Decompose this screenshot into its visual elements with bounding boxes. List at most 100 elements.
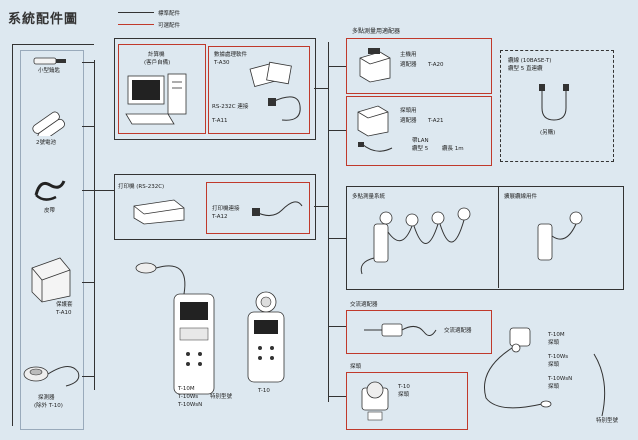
- probe-cable-icon: [484, 327, 552, 409]
- connector-battery: [82, 126, 94, 127]
- probe-t10m-label: T-10M: [548, 332, 565, 338]
- top-frame-line: [12, 44, 94, 45]
- key-icon: [33, 57, 66, 65]
- ac-adapter-label: 交流適配器: [444, 328, 472, 334]
- left-trunk-line: [94, 60, 95, 390]
- case-icon: [31, 257, 71, 303]
- meter-label-1: T-10M: [178, 386, 195, 392]
- printer-label: 打印機 (RS-232C): [118, 184, 165, 190]
- ac-adapter-icon: [364, 323, 437, 337]
- connector-ac-adapter: [328, 326, 346, 327]
- left-frame-line: [12, 44, 13, 426]
- multi-system-divider: [498, 186, 499, 288]
- printer-box: [114, 174, 316, 240]
- probe-adapter-label2: 適配器: [400, 118, 417, 124]
- connector-printer-right: [314, 206, 328, 207]
- special-bracket-icon: [593, 353, 606, 417]
- strap-icon: [34, 180, 66, 201]
- lan-cable-icon: [539, 84, 569, 121]
- probe-adapter-label: 探頭用: [400, 108, 417, 114]
- software-optional-box: [208, 46, 310, 134]
- extension-label: 擴展纜線用件: [504, 194, 538, 200]
- probe-adapter-lan: 帶LAN: [412, 138, 429, 144]
- probe-special-label: 特別型號: [596, 418, 619, 424]
- left-item-label-1: 小型鑰匙: [38, 68, 61, 74]
- software-disk-icon: [249, 61, 292, 88]
- probe-adapter-box: [346, 96, 492, 166]
- connector-main-adapter: [328, 66, 346, 67]
- probe-adapter-model: T-A21: [428, 118, 444, 124]
- meter-t10m-icon: [135, 262, 215, 395]
- main-adapter-icon: [359, 48, 391, 83]
- left-item-label-5b: (除外 T-10): [34, 403, 63, 409]
- probe-t10m-label2: 探頭: [548, 340, 560, 346]
- computer-label2: (客戶自備): [144, 60, 171, 66]
- legend-standard-label: 標準配件: [158, 11, 181, 17]
- left-item-label-4b: T-A10: [56, 310, 72, 316]
- meter-special-note: 特別型號: [210, 394, 233, 400]
- computer-box: [114, 38, 316, 140]
- probes-title: 探頭: [350, 364, 362, 370]
- meter-label-t10: T-10: [258, 388, 270, 394]
- probe-t10wsn-label: T-10WsN: [548, 376, 573, 382]
- connector-receptor: [82, 376, 94, 377]
- lan-cable-note: (另購): [540, 130, 556, 136]
- meter-label-3: T-10WsN: [178, 402, 203, 408]
- connector-computer-right: [314, 88, 328, 89]
- probe-t10-label2: 探頭: [398, 392, 410, 398]
- printer-cable-label: 打印機連接: [212, 206, 240, 212]
- legend-standard-line: [118, 12, 154, 13]
- probe-t10wsn-label2: 探頭: [548, 384, 560, 390]
- probe-t10-box: [346, 372, 468, 430]
- probe-adapter-lan2: 纜型 5: [412, 146, 429, 152]
- main-adapter-label: 主機用: [400, 52, 417, 58]
- printer-icon: [133, 199, 185, 225]
- connector-case: [82, 282, 94, 283]
- main-adapter-label2: 適配器: [400, 62, 417, 68]
- printer-cable-icon: [252, 201, 303, 216]
- connector-probe-adapter: [328, 130, 346, 131]
- connector-probes: [328, 396, 346, 397]
- connector-to-center: [94, 190, 114, 191]
- left-item-label-4: 保護套: [56, 302, 73, 308]
- software-label: 數據處理軟件: [214, 52, 248, 58]
- connector-multi-system: [328, 238, 346, 239]
- probe-adapter-icon: [357, 105, 393, 152]
- rs232c-cable-label: RS-232C 連接: [212, 104, 249, 110]
- rs232c-cable-icon: [268, 96, 301, 121]
- meter-t10-icon: [247, 291, 285, 383]
- computer-optional-box: [118, 44, 206, 134]
- main-adapter-model: T-A20: [428, 62, 444, 68]
- left-items-panel: [20, 50, 84, 430]
- computer-icon: [125, 73, 187, 125]
- printer-cable-optional-box: [206, 182, 310, 234]
- probe-t10-label: T-10: [398, 384, 410, 390]
- legend-optional-label: 可選配件: [158, 23, 181, 29]
- ac-adapter-title: 交流適配器: [350, 302, 378, 308]
- main-adapter-box: [346, 38, 492, 94]
- lan-cable-label2: 纜型 5 直連纜: [508, 66, 543, 72]
- multi-system-box: [346, 186, 624, 290]
- software-model: T-A30: [214, 60, 230, 66]
- receptor-icon: [23, 366, 80, 387]
- connector-key: [82, 62, 94, 63]
- rs232c-cable-model: T-A11: [212, 118, 228, 124]
- multi-system-icon: [360, 207, 471, 275]
- printer-cable-model: T-A12: [212, 214, 228, 220]
- left-item-label-5: 探測器: [38, 395, 55, 401]
- probe-adapter-length: 纜長 1m: [442, 146, 464, 152]
- computer-label: 計算機: [148, 52, 165, 58]
- lan-cable-dashed-box: [500, 50, 614, 162]
- legend-optional-line: [118, 24, 154, 25]
- ac-adapter-box: [346, 310, 492, 354]
- right-trunk-line: [328, 42, 329, 402]
- left-item-label-2: 2號電池: [36, 140, 56, 146]
- connector-strap: [82, 190, 94, 191]
- probe-t10ws-label: T-10Ws: [548, 354, 569, 360]
- battery-icon: [32, 111, 65, 136]
- left-item-label-3: 皮帶: [44, 208, 56, 214]
- lan-cable-label: 纜線 (10BASE-T): [508, 58, 552, 64]
- extension-icon: [537, 211, 583, 261]
- meter-label-2: T-10Ws: [178, 394, 199, 400]
